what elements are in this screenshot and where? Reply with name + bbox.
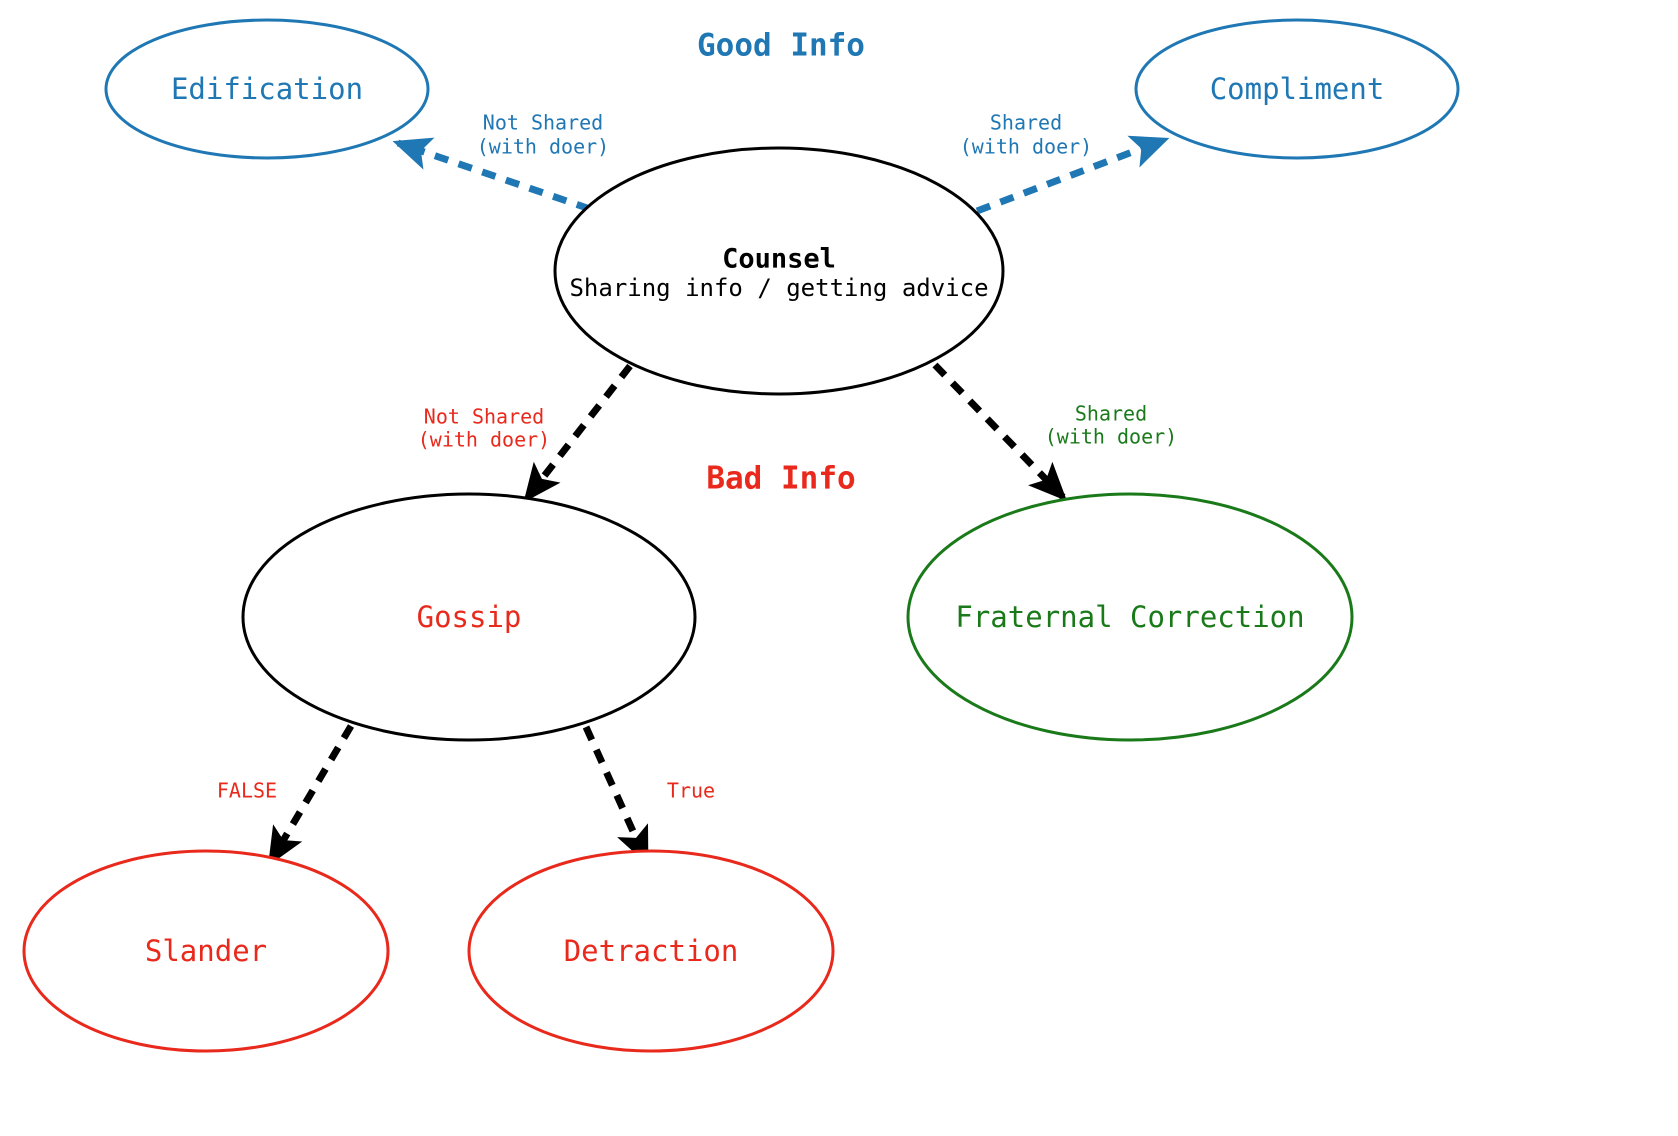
section-title-group: Good Info Bad Info: [697, 28, 865, 497]
node-ellipse-fraternal-correction[interactable]: [906, 492, 1354, 742]
node-compliment[interactable]: Compliment: [1134, 18, 1460, 160]
node-ellipse-gossip[interactable]: [241, 492, 697, 742]
node-ellipse-counsel[interactable]: [553, 146, 1005, 396]
edge-label-counsel-to-gossip-line1: Not Shared: [424, 405, 544, 429]
node-label-compliment: Compliment: [1210, 72, 1385, 106]
edge-line-counsel-to-compliment: [975, 135, 1170, 215]
edge-label-counsel-to-edification-line2: (with doer): [477, 135, 609, 159]
edge-label-gossip-to-detraction: True: [667, 779, 715, 803]
node-edification[interactable]: Edification: [104, 18, 430, 160]
edge-label-counsel-to-gossip-line2: (with doer): [418, 428, 550, 452]
node-label-counsel-subtitle: Sharing info / getting advice: [569, 274, 988, 302]
section-title-good-info: Good Info: [697, 28, 865, 64]
edge-line-counsel-to-fraternal-correction: [932, 362, 1068, 502]
edge-line-counsel-to-gossip: [523, 363, 633, 503]
node-label-fraternal-correction: Fraternal Correction: [955, 600, 1304, 634]
node-fraternal-correction[interactable]: Fraternal Correction: [906, 492, 1354, 742]
node-gossip[interactable]: Gossip: [241, 492, 697, 742]
node-label-counsel-title: Counsel: [722, 244, 836, 275]
node-label-detraction: Detraction: [564, 934, 739, 968]
edge-counsel-to-fraternal-correction: Shared (with doer): [932, 362, 1177, 502]
node-detraction[interactable]: Detraction: [467, 849, 835, 1053]
node-label-edification: Edification: [171, 72, 363, 106]
edge-label-counsel-to-fraternal-correction-line2: (with doer): [1045, 425, 1177, 449]
edge-gossip-to-detraction: True: [582, 725, 715, 866]
node-group: Edification Compliment Counsel Sharing i…: [22, 18, 1460, 1053]
node-ellipse-compliment[interactable]: [1134, 18, 1460, 160]
edge-gossip-to-slander: FALSE: [217, 724, 355, 866]
edge-label-counsel-to-compliment-line2: (with doer): [960, 135, 1092, 159]
node-label-gossip: Gossip: [417, 600, 522, 634]
edge-counsel-to-gossip: Not Shared (with doer): [418, 363, 633, 503]
node-counsel[interactable]: Counsel Sharing info / getting advice: [553, 146, 1005, 396]
node-slander[interactable]: Slander: [22, 849, 390, 1053]
edge-line-gossip-to-slander: [267, 724, 355, 866]
edge-label-counsel-to-edification-line1: Not Shared: [483, 111, 603, 135]
edge-label-counsel-to-fraternal-correction-line1: Shared: [1075, 402, 1147, 426]
edge-group: Not Shared (with doer) Shared (with doer…: [217, 111, 1177, 866]
section-title-bad-info: Bad Info: [706, 461, 855, 497]
edge-line-gossip-to-detraction: [582, 725, 650, 866]
node-ellipse-slander[interactable]: [22, 849, 390, 1053]
node-ellipse-detraction[interactable]: [467, 849, 835, 1053]
node-ellipse-edification[interactable]: [104, 18, 430, 160]
edge-line-counsel-to-edification: [392, 137, 592, 213]
edge-counsel-to-edification: Not Shared (with doer): [392, 111, 609, 213]
edge-label-counsel-to-compliment-line1: Shared: [990, 111, 1062, 135]
node-label-slander: Slander: [145, 934, 267, 968]
edge-label-gossip-to-slander: FALSE: [217, 779, 277, 803]
edge-counsel-to-compliment: Shared (with doer): [960, 111, 1170, 215]
